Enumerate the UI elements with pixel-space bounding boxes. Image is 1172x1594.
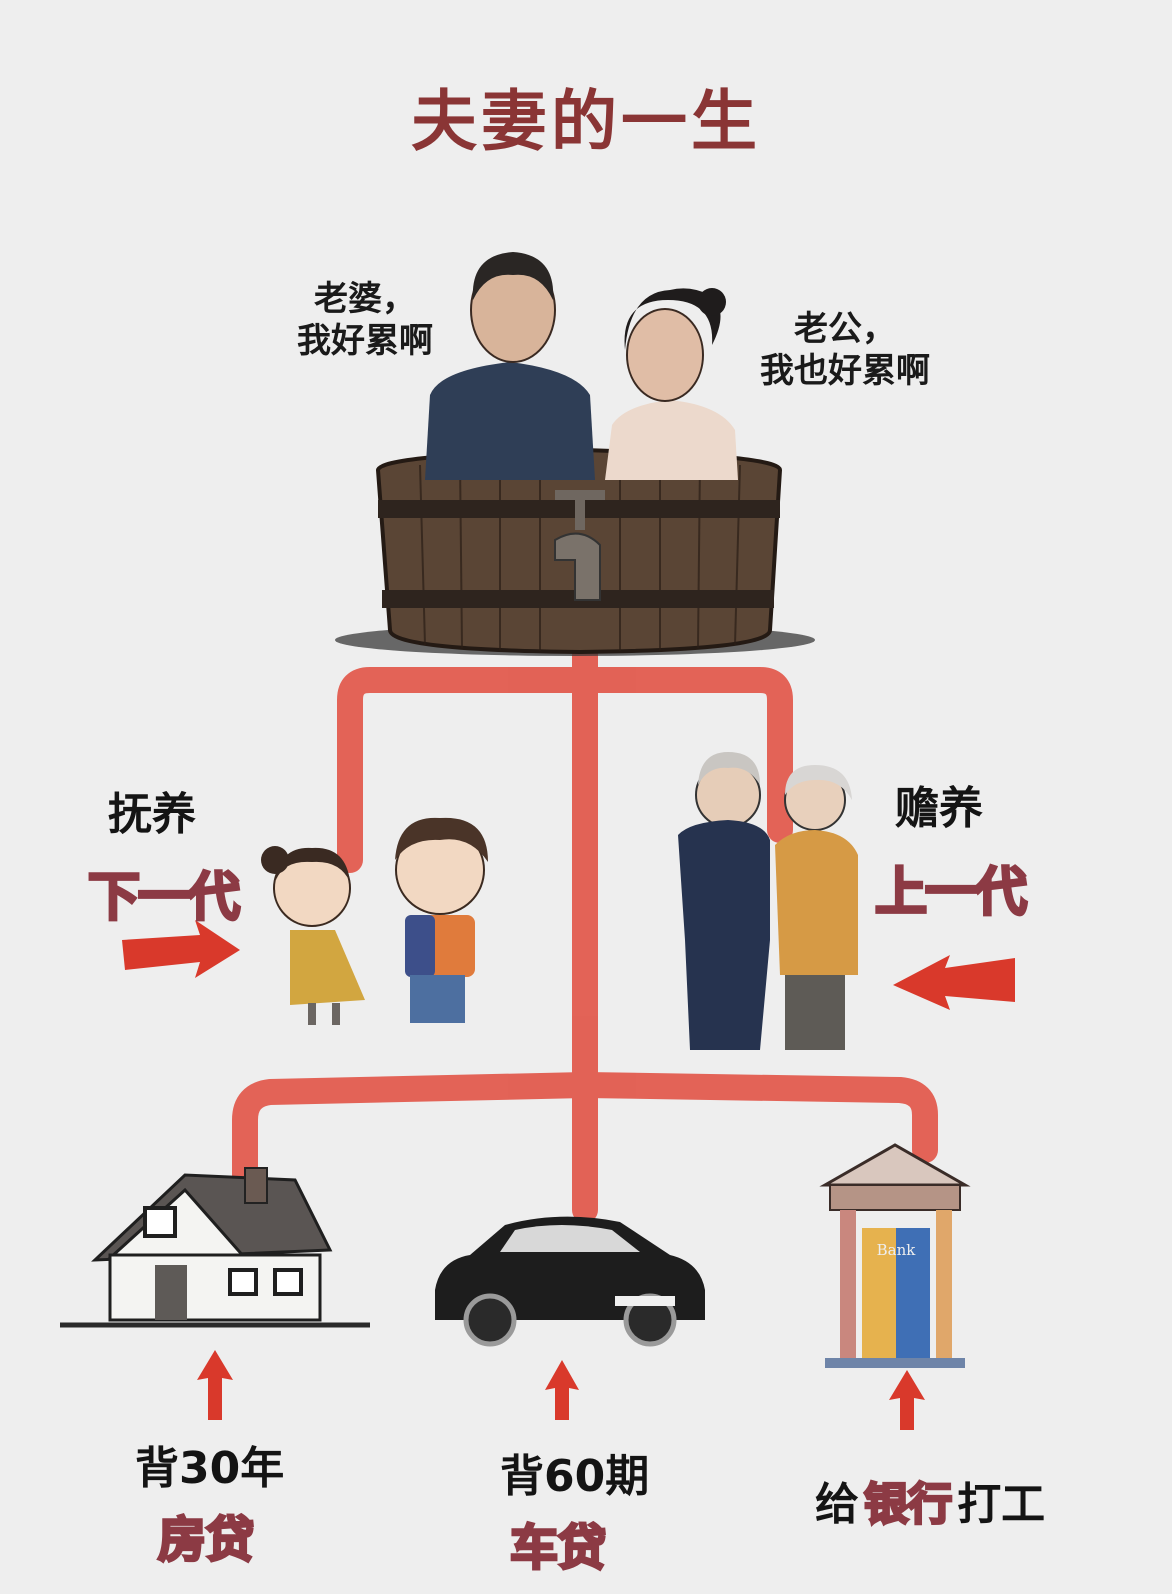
car-loan-label: 车贷 bbox=[508, 1519, 607, 1578]
arrow-up-icon bbox=[197, 1350, 925, 1430]
car-loan-periods: 背60期 bbox=[500, 1451, 650, 1502]
arrow-left-icon bbox=[893, 955, 1015, 1010]
previous-generation-label: 上一代 bbox=[873, 862, 1028, 925]
house-icon bbox=[60, 1167, 370, 1328]
husband-speech: 老婆， 我好累啊 bbox=[285, 278, 445, 362]
children-icon bbox=[261, 817, 488, 1025]
barrel-icon bbox=[335, 447, 815, 656]
page-title: 夫妻的一生 bbox=[411, 83, 761, 160]
bank-work-label: 给 银行 打工 bbox=[815, 1468, 1045, 1532]
bank-work-suffix: 打工 bbox=[957, 1479, 1046, 1530]
husband-figure bbox=[425, 252, 595, 480]
raise-label: 抚养 bbox=[108, 789, 196, 840]
bank-icon bbox=[819, 1143, 971, 1368]
pipe-network bbox=[232, 627, 938, 1223]
wife-speech: 老公， 我也好累啊 bbox=[745, 308, 945, 392]
mortgage-label: 房贷 bbox=[156, 1511, 255, 1570]
elderly-parents-icon bbox=[678, 752, 858, 1050]
support-label: 赡养 bbox=[895, 783, 983, 834]
arrow-right-icon bbox=[122, 920, 240, 978]
husband-speech-line-1: 老婆， bbox=[314, 279, 416, 319]
wife-speech-line-1: 老公， bbox=[794, 309, 896, 349]
bank-sign-text: Bank bbox=[877, 1241, 917, 1259]
bank-work-highlight: 银行 bbox=[863, 1478, 954, 1532]
husband-speech-line-2: 我好累啊 bbox=[297, 321, 433, 361]
wife-figure bbox=[605, 288, 738, 480]
wife-speech-line-2: 我也好累啊 bbox=[760, 351, 930, 391]
car-icon bbox=[435, 1216, 705, 1347]
bank-work-prefix: 给 bbox=[815, 1479, 859, 1530]
next-generation-label: 下一代 bbox=[86, 867, 241, 930]
mortgage-years: 背30年 bbox=[135, 1443, 285, 1494]
